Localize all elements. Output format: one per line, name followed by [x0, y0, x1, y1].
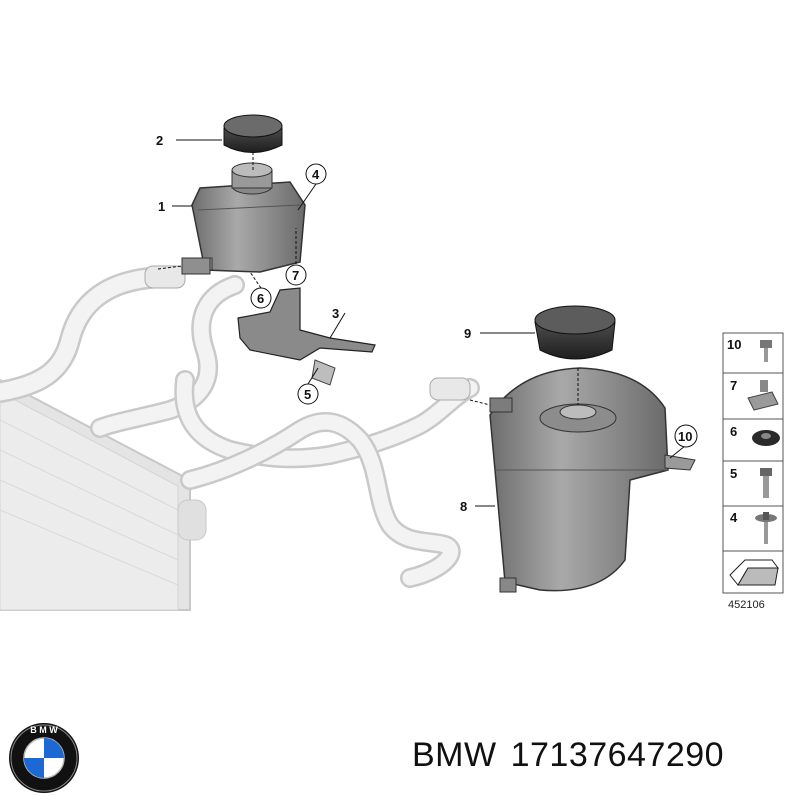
grommet-icon: [752, 430, 780, 446]
product-title: BMW 17137647290: [412, 736, 738, 775]
legend-item-10: 10: [727, 337, 741, 352]
clip-nut-icon: [747, 380, 779, 411]
callout-7: 7: [292, 268, 299, 283]
callout-8: 8: [460, 499, 467, 514]
callout-5: 5: [304, 387, 311, 402]
bmw-logo: B M W: [9, 723, 79, 793]
expansion-tank-upper: [181, 162, 306, 273]
parts-legend: 10 7 6 5 4 452106: [722, 332, 784, 611]
radiator: [0, 378, 207, 611]
callout-4: 4: [312, 167, 320, 182]
tank-cap-upper: [223, 114, 283, 153]
tank-cap-lower: [534, 305, 616, 360]
logo-lettering: B M W: [30, 725, 58, 735]
expansion-tank-lower: [489, 367, 696, 593]
screw-icon: [760, 340, 772, 362]
callout-3: 3: [332, 306, 339, 321]
legend-item-6: 6: [730, 424, 737, 439]
callout-2: 2: [156, 133, 163, 148]
callout-6: 6: [257, 291, 264, 306]
bolt-icon: [760, 468, 772, 498]
diagram-reference-number: 452106: [728, 599, 765, 611]
legend-item-4: 4: [730, 510, 738, 525]
callouts: 2 1 4 7 6 3 5 9 8 10: [156, 133, 698, 514]
mounting-bracket: [237, 287, 376, 386]
hose-connectors: [144, 257, 513, 413]
leader-lines: [157, 139, 686, 507]
callout-9: 9: [464, 326, 471, 341]
washer-screw-icon: [755, 512, 777, 544]
part-number: 17137647290: [510, 736, 725, 774]
legend-item-7: 7: [730, 378, 737, 393]
callout-10: 10: [678, 429, 692, 444]
arrow-icon: [729, 559, 779, 586]
coolant-hoses: [0, 267, 480, 588]
legend-item-5: 5: [730, 466, 737, 481]
brand-name: BMW: [412, 736, 497, 774]
callout-1: 1: [158, 199, 165, 214]
